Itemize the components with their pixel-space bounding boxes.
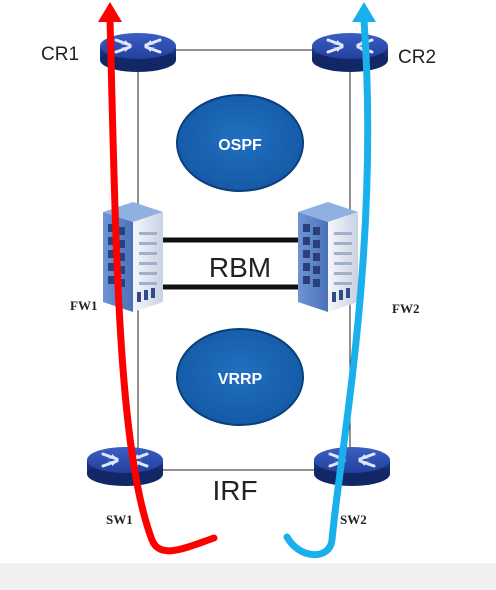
vrrp-ellipse: [176, 328, 304, 426]
fw1-label: FW1: [70, 298, 97, 313]
red-path-arrowhead: [98, 2, 122, 22]
cyan-path-arrowhead: [352, 2, 376, 22]
cyan-traffic-path: [283, 16, 372, 559]
sw2-switch-icon: [312, 445, 392, 488]
ospf-label: OSPF: [218, 137, 262, 154]
irf-label: IRF: [212, 475, 257, 506]
sw2-label: SW2: [340, 512, 367, 527]
fw2-firewall-icon: [298, 202, 358, 312]
ospf-ellipse: [176, 94, 304, 192]
fw1-firewall-icon: [103, 202, 163, 312]
cr1-label: CR1: [41, 44, 79, 65]
rbm-label: RBM: [209, 252, 271, 283]
fw2-label: FW2: [392, 301, 419, 316]
cr2-label: CR2: [398, 47, 436, 68]
sw1-switch-icon: [85, 445, 165, 488]
cr2-router-icon: [310, 31, 390, 74]
sw1-label: SW1: [106, 512, 133, 527]
footer-bar: [0, 563, 496, 590]
vrrp-label: VRRP: [218, 371, 263, 388]
red-traffic-path: [106, 16, 218, 555]
